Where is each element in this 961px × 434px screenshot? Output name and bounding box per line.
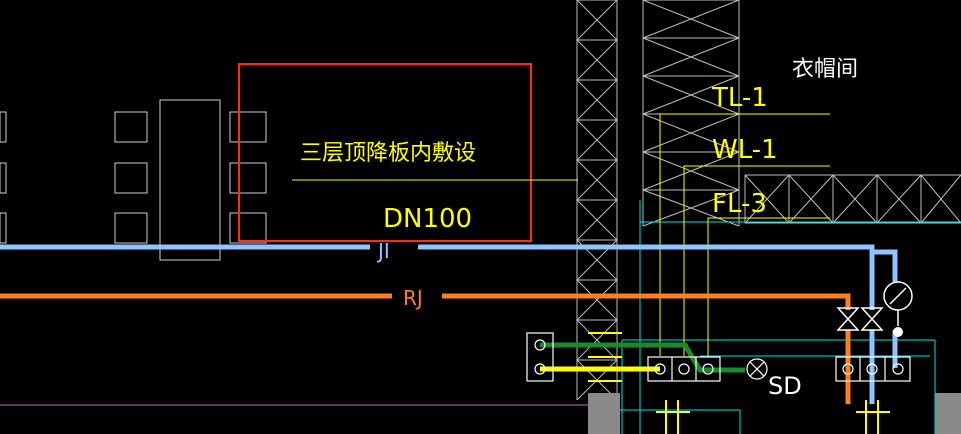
bottom-markers xyxy=(656,400,890,434)
hot-water-label: RJ xyxy=(403,286,423,310)
left-furniture-outlines xyxy=(0,99,267,261)
cyan-wall-lines xyxy=(610,200,961,434)
sd-label: SD xyxy=(768,372,802,400)
pipe-nodes[interactable] xyxy=(526,332,911,382)
pipe-size-label: DN100 xyxy=(383,204,472,234)
cold-water-label: JI xyxy=(376,239,390,263)
highlight-box[interactable] xyxy=(238,63,532,242)
hot-water-pipe[interactable] xyxy=(0,293,851,404)
pressure-gauge-icon[interactable] xyxy=(883,281,913,326)
structural-truss-middle xyxy=(642,0,740,227)
room-label: 衣帽间 xyxy=(792,57,858,82)
note-text: 三层顶降板内敷设 xyxy=(300,141,476,166)
riser-leader-lines xyxy=(659,113,830,356)
riser-label-wl1: WL-1 xyxy=(712,135,778,165)
riser-label-tl1: TL-1 xyxy=(711,83,768,113)
structural-truss-horizontal xyxy=(744,174,961,224)
cold-water-pipe[interactable] xyxy=(0,244,898,404)
riser-label-fl3: FL-3 xyxy=(712,189,767,219)
gauge-node xyxy=(893,327,903,337)
pipe-crossings xyxy=(588,332,622,382)
valve-icon[interactable] xyxy=(836,307,884,331)
sd-equipment-icon[interactable] xyxy=(746,358,768,380)
floor-slab xyxy=(588,393,961,434)
